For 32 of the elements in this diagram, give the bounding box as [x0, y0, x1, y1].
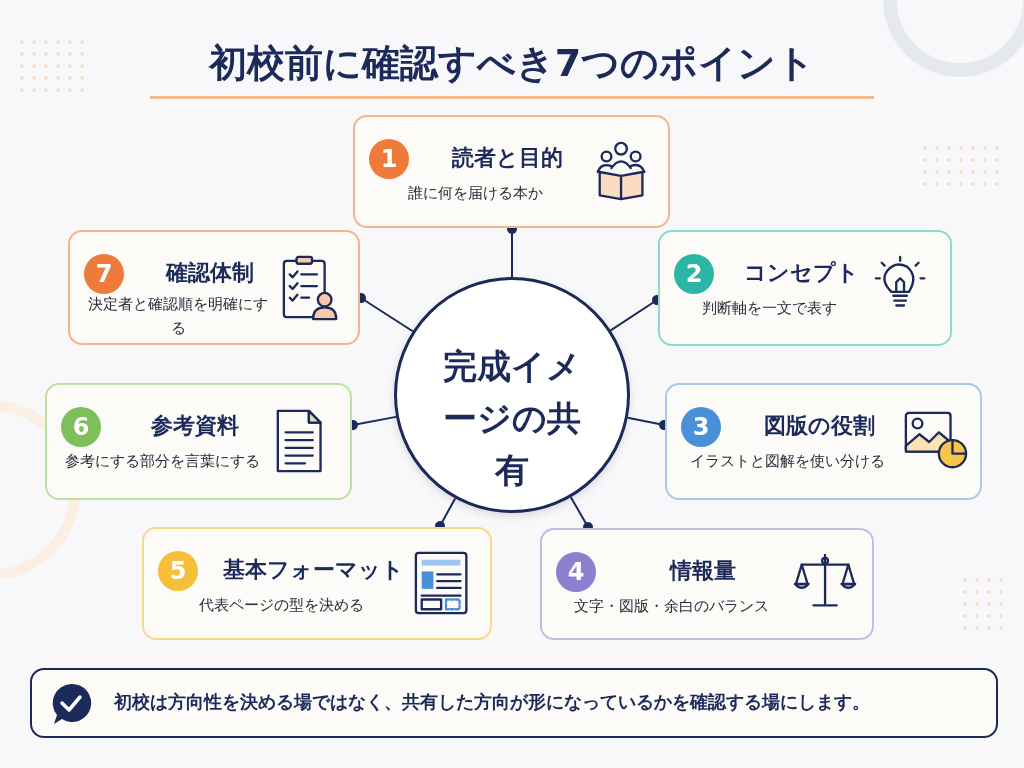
number-badge: 5	[158, 551, 198, 591]
point-description: 参考にする部分を言葉にする	[64, 451, 261, 472]
point-card	[142, 527, 492, 640]
point-description: 文字・図版・余白のバランス	[572, 596, 770, 617]
point-heading: 図版の役割	[763, 412, 876, 440]
title: 初校前に確認すべき7つのポイント	[207, 40, 817, 87]
number-badge: 2	[674, 254, 714, 294]
point-description: 代表ページの型を決める	[197, 595, 365, 616]
point-card	[658, 230, 952, 346]
number-badge: 1	[369, 139, 409, 179]
point-heading: コンセプト	[742, 259, 860, 287]
point-card	[45, 383, 352, 500]
point-card	[68, 230, 360, 345]
point-heading: 参考資料	[149, 412, 240, 440]
hub-label: 完成イメージの共有	[442, 345, 582, 492]
number-badge: 7	[84, 254, 124, 294]
number-badge: 3	[681, 407, 721, 447]
number-badge: 6	[61, 407, 101, 447]
point-description: 決定者と確認順を明確にする	[87, 294, 269, 339]
number-badge: 4	[556, 552, 596, 592]
point-description: 判断軸を一文で表す	[700, 298, 838, 319]
point-card	[665, 383, 982, 500]
point-heading: 確認体制	[164, 259, 255, 287]
point-card	[353, 115, 670, 228]
point-heading: 情報量	[668, 557, 737, 585]
note-banner	[30, 668, 998, 738]
point-description: イラストと図解を使い分ける	[689, 451, 886, 472]
note-text: 初校は方向性を決める場ではなく、共有した方向が形になっているかを確認する場にします。	[114, 690, 871, 714]
point-description: 誰に何を届ける本か	[407, 183, 544, 204]
point-heading: 読者と目的	[450, 144, 564, 172]
point-heading: 基本フォーマット	[221, 556, 405, 584]
point-card	[540, 528, 874, 640]
